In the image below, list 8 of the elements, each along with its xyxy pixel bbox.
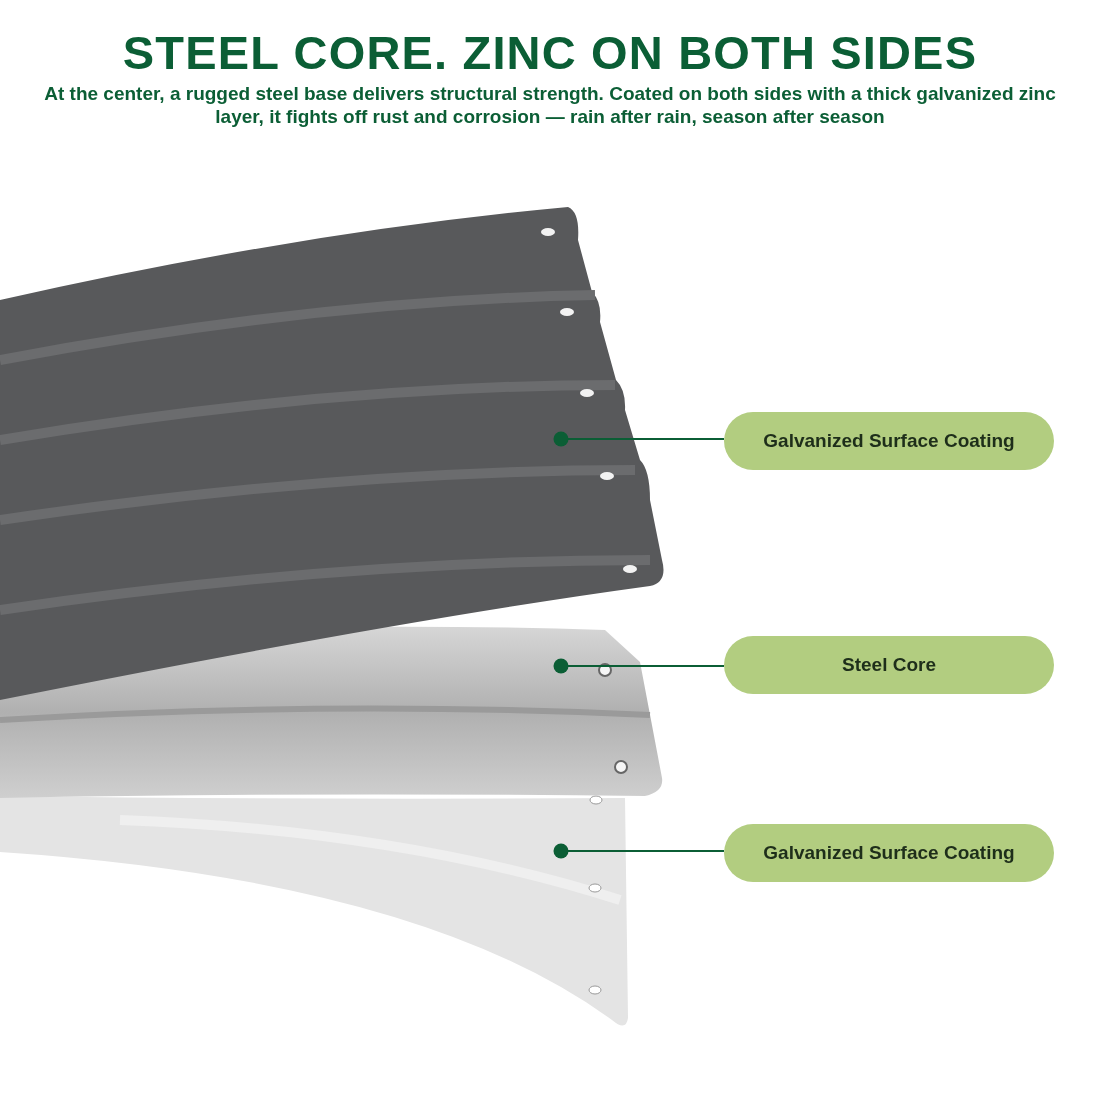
title: STEEL CORE. ZINC ON BOTH SIDES [121, 25, 979, 81]
leader-line [553, 843, 725, 859]
label-pill: Steel Core [724, 636, 1054, 694]
label-pill: Galvanized Surface Coating [724, 824, 1054, 882]
leader-line [553, 658, 725, 674]
label-pill: Galvanized Surface Coating [724, 412, 1054, 470]
subtitle: At the center, a rugged steel base delivers structural strength. Coated on both sides with a thick galvanized zinc layer, it fights off rust and corrosion — rain after rain, season after season [43, 82, 1057, 128]
leader-line [553, 431, 725, 447]
